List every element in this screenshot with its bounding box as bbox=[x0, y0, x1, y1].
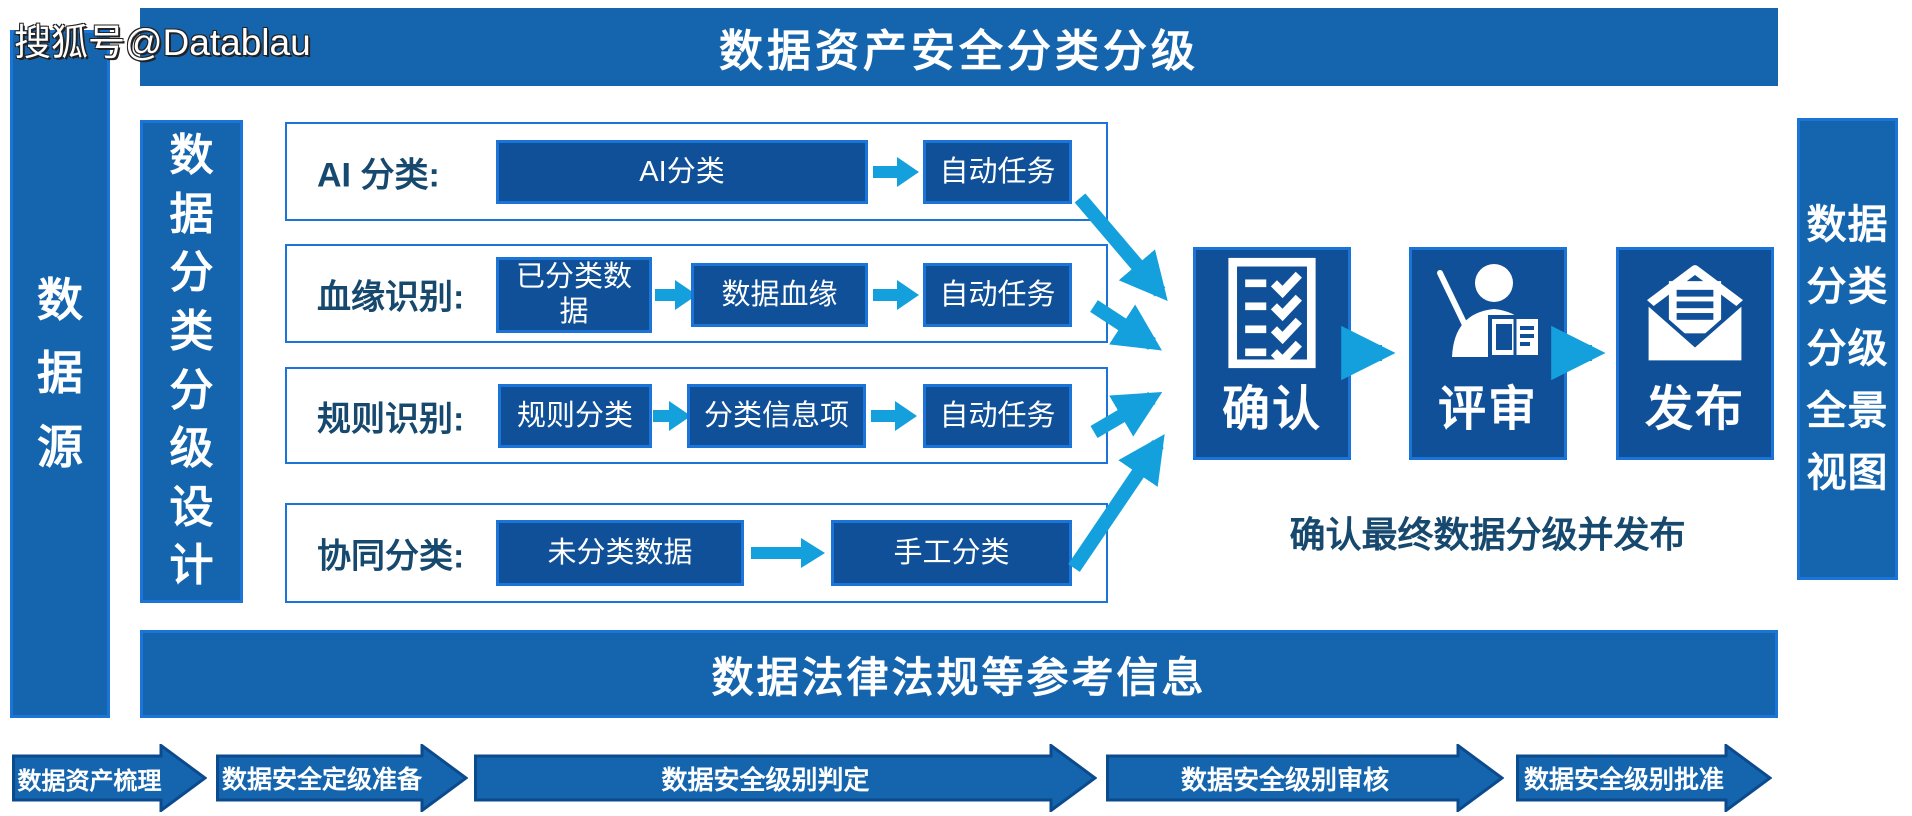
row-rule-recognition: 规则识别: 规则分类 分类信息项 自动任务 bbox=[285, 367, 1108, 464]
node-classification-info-item: 分类信息项 bbox=[687, 384, 866, 448]
reference-info-banner: 数据法律法规等参考信息 bbox=[140, 630, 1778, 718]
reference-info-label: 数据法律法规等参考信息 bbox=[711, 653, 1207, 701]
node-unclassified-data: 未分类数据 bbox=[496, 520, 744, 586]
data-source-bar: 数据源 bbox=[10, 30, 110, 718]
checklist-icon bbox=[1226, 243, 1318, 369]
node-ai-classification: AI分类 bbox=[496, 140, 868, 204]
node-data-lineage: 数据血缘 bbox=[691, 263, 868, 327]
arrow-right-icon bbox=[655, 280, 697, 310]
chevron-security-level-audit: 数据安全级别审核 bbox=[1106, 744, 1504, 812]
data-source-label: 数据源 bbox=[36, 273, 83, 473]
node-rule-classification: 规则分类 bbox=[498, 384, 652, 448]
reviewer-icon bbox=[1430, 243, 1546, 369]
stage-label: 评审 bbox=[1437, 383, 1538, 436]
row-lineage-recognition: 血缘识别: 已分类数据 数据血缘 自动任务 bbox=[285, 244, 1108, 343]
stage-label: 确认 bbox=[1221, 383, 1322, 436]
chevron-data-asset-sorting: 数据资产梳理 bbox=[12, 744, 207, 812]
stage-review: 评审 bbox=[1409, 247, 1567, 460]
node-manual-classification: 手工分类 bbox=[831, 520, 1072, 586]
publish-envelope-icon bbox=[1637, 245, 1753, 369]
row-collaborative-classification: 协同分类: 未分类数据 手工分类 bbox=[285, 503, 1108, 603]
watermark: 搜狐号@Datablau bbox=[14, 22, 311, 63]
stage-confirm: 确认 bbox=[1193, 247, 1351, 460]
stage-label: 发布 bbox=[1644, 383, 1745, 436]
chevron-security-level-approval: 数据安全级别批准 bbox=[1516, 744, 1772, 812]
arrow-right-icon bbox=[873, 280, 919, 310]
arrow-right-icon bbox=[751, 538, 825, 568]
confirm-publish-caption: 确认最终数据分级并发布 bbox=[1289, 514, 1686, 555]
row-label: 血缘识别: bbox=[317, 278, 465, 316]
node-auto-task: 自动任务 bbox=[923, 384, 1072, 448]
page-title: 数据资产安全分类分级 bbox=[719, 27, 1199, 76]
node-auto-task: 自动任务 bbox=[923, 140, 1072, 204]
node-auto-task: 自动任务 bbox=[923, 263, 1072, 327]
chevron-security-grading-prep: 数据安全定级准备 bbox=[216, 744, 468, 812]
classification-design-bar: 数据分类分级设计 bbox=[140, 120, 243, 603]
title-bar: 数据资产安全分类分级 bbox=[140, 8, 1778, 86]
arrow-right-icon bbox=[653, 401, 691, 431]
chevron-security-level-determination: 数据安全级别判定 bbox=[474, 744, 1097, 812]
arrow-right-icon bbox=[871, 401, 917, 431]
row-ai-classification: AI 分类: AI分类 自动任务 bbox=[285, 122, 1108, 221]
node-classified-data: 已分类数据 bbox=[496, 257, 652, 333]
arrow-right-icon bbox=[873, 157, 919, 187]
row-label: 协同分类: bbox=[317, 537, 465, 576]
panorama-view-bar: 数据 分类 分级 全景 视图 bbox=[1797, 118, 1898, 580]
row-label: 规则识别: bbox=[317, 400, 465, 438]
panorama-view-label: 数据 分类 分级 全景 视图 bbox=[1806, 203, 1889, 495]
classification-design-label: 数据分类分级设计 bbox=[169, 131, 214, 591]
stage-publish: 发布 bbox=[1616, 247, 1774, 460]
row-label: AI 分类: bbox=[317, 156, 440, 194]
